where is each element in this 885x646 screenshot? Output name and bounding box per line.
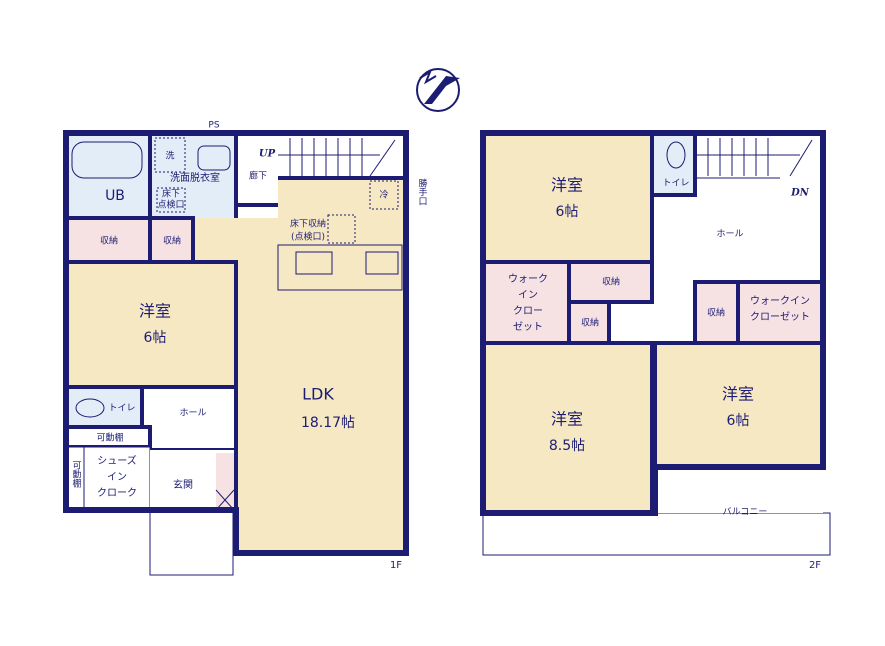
stairs-steps-1f — [278, 138, 396, 177]
bathtub-icon — [71, 141, 143, 179]
shelf-side-label: 可動棚 — [71, 460, 82, 488]
washer-label: 洗 — [165, 150, 174, 162]
balcony-label: バルコニー — [723, 507, 768, 518]
bedroom-2f-c-size: 6帖 — [727, 413, 750, 429]
inspection-label-2: 点検口 — [157, 199, 184, 211]
fridge-space — [369, 180, 399, 210]
wic-2f-a-label-4: ゼット — [513, 321, 543, 333]
wic-2f-b-label-1: ウォークイン — [750, 295, 810, 307]
storage-2f-b-label: 収納 — [581, 317, 599, 329]
washroom-label: 洗面脱衣室 — [170, 171, 220, 184]
balcony — [482, 512, 831, 556]
wic-2f-b — [736, 280, 825, 345]
ps-label: PS — [208, 121, 219, 131]
outer-wall-1f — [63, 130, 409, 556]
outer-wall-2f — [480, 130, 826, 516]
floor-2: 洋室 6帖 トイレ DN ホール ウォーク イン クロー ゼット 収納 収納 収… — [480, 130, 831, 571]
floor-1-label: 1F — [390, 560, 402, 571]
shoe-closet — [83, 446, 151, 511]
toilet-2f-label: トイレ — [662, 179, 689, 189]
entrance-porch — [149, 509, 234, 576]
entrance-label: 玄関 — [173, 478, 193, 491]
stairs-steps-2f — [695, 138, 813, 179]
underfloor-storage — [327, 214, 356, 244]
up-label: UP — [259, 149, 276, 160]
ldk-area — [193, 178, 406, 553]
sink-icon — [197, 145, 231, 171]
ub-label: UB — [105, 188, 125, 204]
bedroom-2f-a-name: 洋室 — [551, 176, 583, 195]
underfloor-label-2: (点検口) — [291, 231, 325, 243]
toilet-1f-label: トイレ — [108, 404, 135, 414]
bedroom-2f-b — [481, 341, 654, 515]
storage-2f-b — [567, 300, 611, 345]
kitchen-counter — [277, 244, 403, 291]
wic-2f-a-label-3: クロー — [513, 305, 543, 317]
bedroom-2f-c-name: 洋室 — [722, 385, 754, 404]
inspection-label-1: 床下 — [162, 188, 180, 200]
bedroom-1f-name: 洋室 — [139, 302, 171, 321]
hall-1f — [140, 385, 238, 452]
dn-label: DN — [790, 188, 810, 199]
north-arrow-bird-icon — [416, 68, 460, 112]
bedroom-2f-a-size: 6帖 — [556, 204, 579, 220]
bedroom-1f-size: 6帖 — [144, 330, 167, 346]
ldk-size: 18.17帖 — [301, 415, 355, 431]
wic-2f-a-label-2: イン — [518, 290, 538, 301]
shoe-closet-label-3: クローク — [97, 487, 137, 499]
toilet-2f-icon — [666, 141, 686, 169]
bedroom-2f-c — [653, 341, 825, 469]
entrance-storage — [216, 453, 234, 510]
floor-1: PS UB 洗 洗面脱衣室 床下 点検口 廊下 UP 冷 床下収納 (点検口) … — [63, 121, 428, 576]
wic-2f-a-label-1: ウォーク — [508, 273, 548, 285]
floor-2-label: 2F — [809, 560, 821, 571]
storage-2f-c-label: 収納 — [707, 307, 725, 319]
hall-1f-label: ホール — [179, 408, 206, 419]
stove-icon — [365, 251, 399, 275]
bedroom-2f-b-size: 8.5帖 — [549, 438, 585, 454]
ldk-name: LDK — [302, 385, 334, 404]
inspection-hatch — [156, 187, 186, 213]
storage-2f-a-label: 収納 — [602, 276, 620, 288]
shelf-top-label: 可動棚 — [96, 432, 123, 444]
bedroom-2f-a — [481, 131, 654, 264]
fridge-label: 冷 — [379, 189, 388, 201]
back-door-label: 勝手口 — [417, 177, 428, 205]
wic-2f-b-label-2: クローゼット — [750, 311, 810, 323]
corridor-label: 廊下 — [249, 170, 267, 182]
underfloor-label-1: 床下収納 — [290, 218, 326, 230]
hall-2f-label: ホール — [716, 229, 743, 240]
storage-1f-b-label: 収納 — [163, 235, 181, 247]
stairs-1f — [236, 136, 406, 178]
kitchen-sink-icon — [295, 251, 333, 275]
toilet-icon — [75, 398, 105, 418]
shoe-closet-label-1: シューズ — [97, 454, 137, 467]
storage-1f-a-label: 収納 — [100, 235, 118, 247]
bedroom-2f-b-name: 洋室 — [551, 410, 583, 429]
shoe-closet-label-2: イン — [107, 472, 127, 483]
bedroom-1f — [64, 260, 238, 389]
